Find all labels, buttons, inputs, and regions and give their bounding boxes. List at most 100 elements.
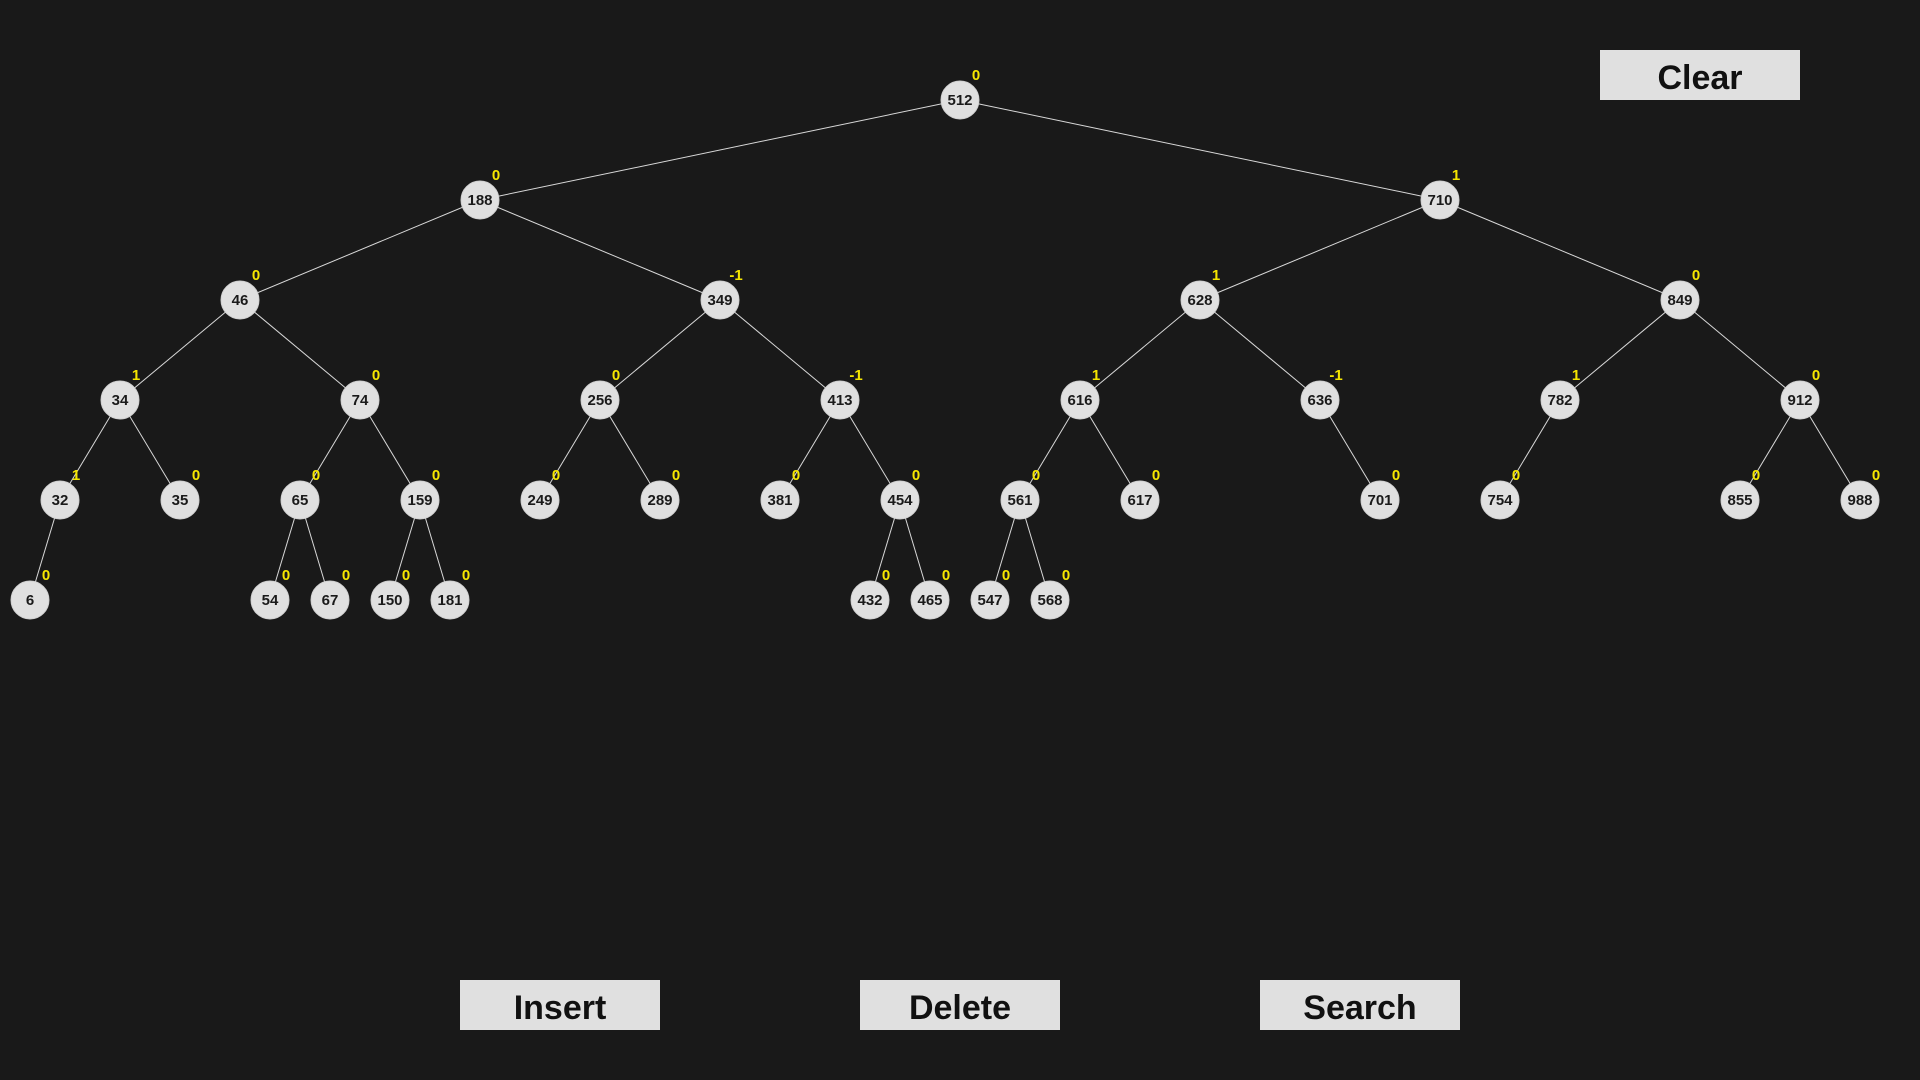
node-value: 349 bbox=[707, 292, 732, 309]
node-circle bbox=[1420, 180, 1460, 220]
node-value: 65 bbox=[292, 492, 309, 509]
node-value: 46 bbox=[232, 292, 249, 309]
tree-node[interactable]: 670 bbox=[310, 567, 350, 620]
tree-node[interactable]: 636-1 bbox=[1300, 367, 1343, 420]
node-value: 34 bbox=[112, 392, 129, 409]
tree-node[interactable]: 321 bbox=[40, 467, 80, 520]
tree-edge bbox=[479, 199, 721, 301]
node-value: 754 bbox=[1487, 492, 1513, 509]
node-circle bbox=[310, 580, 350, 620]
tree-edges bbox=[29, 99, 1861, 601]
node-value: 188 bbox=[467, 192, 492, 209]
insert-button[interactable]: Insert bbox=[460, 980, 660, 1030]
tree-edge bbox=[239, 299, 361, 401]
node-circle bbox=[1180, 280, 1220, 320]
node-circle bbox=[430, 580, 470, 620]
node-value: 67 bbox=[322, 592, 339, 609]
node-value: 782 bbox=[1547, 392, 1572, 409]
tree-edge bbox=[1199, 199, 1441, 301]
balance-factor: 0 bbox=[1392, 467, 1400, 484]
node-value: 616 bbox=[1067, 392, 1092, 409]
node-circle bbox=[1030, 580, 1070, 620]
balance-factor: 1 bbox=[132, 367, 140, 384]
node-circle bbox=[640, 480, 680, 520]
tree-node[interactable]: 413-1 bbox=[820, 367, 863, 420]
balance-factor: 0 bbox=[402, 567, 410, 584]
balance-factor: 0 bbox=[492, 167, 500, 184]
node-value: 912 bbox=[1787, 392, 1812, 409]
tree-nodes: 5120188046034132160350740650540670159015… bbox=[10, 67, 1880, 620]
balance-factor: 0 bbox=[1752, 467, 1760, 484]
balance-factor: 0 bbox=[942, 567, 950, 584]
node-circle bbox=[1060, 380, 1100, 420]
tree-node[interactable]: 349-1 bbox=[700, 267, 743, 320]
node-circle bbox=[400, 480, 440, 520]
node-value: 289 bbox=[647, 492, 672, 509]
balance-factor: 1 bbox=[1212, 267, 1220, 284]
tree-node[interactable]: 341 bbox=[100, 367, 140, 420]
node-value: 150 bbox=[377, 592, 402, 609]
node-value: 636 bbox=[1307, 392, 1332, 409]
balance-factor: 0 bbox=[912, 467, 920, 484]
balance-factor: 0 bbox=[42, 567, 50, 584]
node-circle bbox=[1660, 280, 1700, 320]
tree-node[interactable]: 540 bbox=[250, 567, 290, 620]
node-circle bbox=[100, 380, 140, 420]
balance-factor: 1 bbox=[72, 467, 80, 484]
node-circle bbox=[1840, 480, 1880, 520]
node-value: 512 bbox=[947, 92, 972, 109]
node-circle bbox=[340, 380, 380, 420]
node-value: 249 bbox=[527, 492, 552, 509]
balance-factor: 0 bbox=[882, 567, 890, 584]
balance-factor: 0 bbox=[792, 467, 800, 484]
node-value: 432 bbox=[857, 592, 882, 609]
node-value: 561 bbox=[1007, 492, 1032, 509]
node-value: 181 bbox=[437, 592, 462, 609]
tree-node[interactable]: 740 bbox=[340, 367, 380, 420]
node-circle bbox=[700, 280, 740, 320]
search-button[interactable]: Search bbox=[1260, 980, 1460, 1030]
node-circle bbox=[1720, 480, 1760, 520]
tree-edge bbox=[1679, 299, 1801, 401]
clear-button[interactable]: Clear bbox=[1600, 50, 1800, 100]
balance-factor: -1 bbox=[1329, 367, 1342, 384]
tree-edge bbox=[599, 299, 721, 401]
tree-node[interactable]: 650 bbox=[280, 467, 320, 520]
balance-factor: 0 bbox=[552, 467, 560, 484]
balance-factor: 0 bbox=[1062, 567, 1070, 584]
tree-node[interactable]: 60 bbox=[10, 567, 50, 620]
tree-node[interactable]: 350 bbox=[160, 467, 200, 520]
delete-button[interactable]: Delete bbox=[860, 980, 1060, 1030]
node-value: 617 bbox=[1127, 492, 1152, 509]
node-circle bbox=[10, 580, 50, 620]
balance-factor: 0 bbox=[1152, 467, 1160, 484]
tree-node[interactable]: 460 bbox=[220, 267, 260, 320]
node-value: 988 bbox=[1847, 492, 1872, 509]
